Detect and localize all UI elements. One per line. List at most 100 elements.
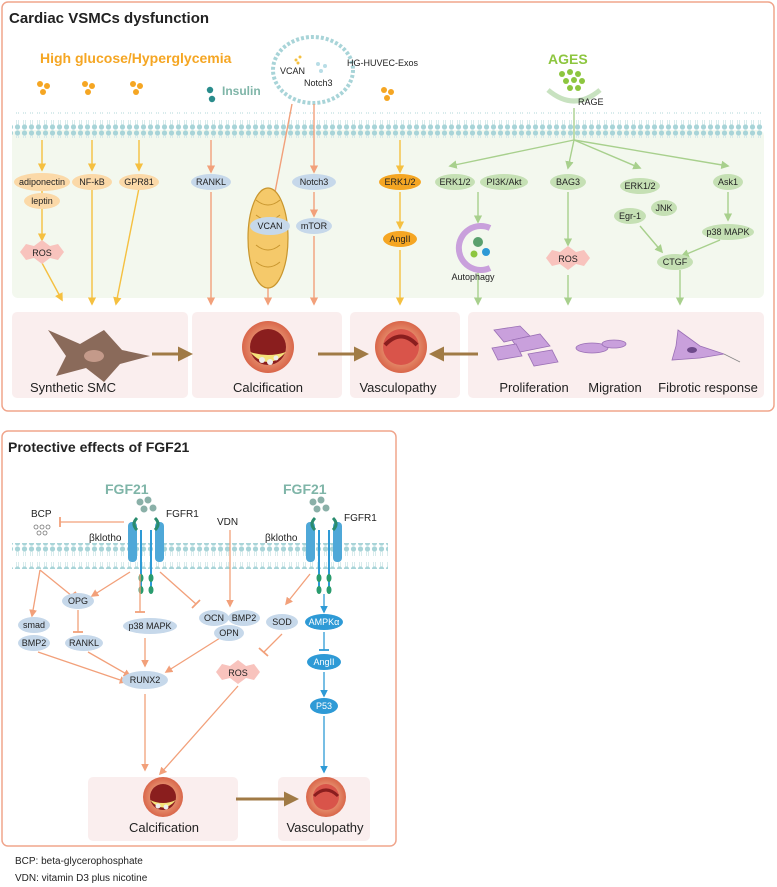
outcome-synthetic: Synthetic SMC <box>30 380 116 395</box>
node-erk-green-2: ERK1/2 <box>620 178 660 194</box>
panel1-arrows <box>37 103 733 306</box>
synthetic-smc-icon <box>48 330 150 382</box>
rage-receptor <box>546 88 602 104</box>
svg-text:p38 MAPK: p38 MAPK <box>706 227 749 237</box>
svg-text:PI3K/Akt: PI3K/Akt <box>486 177 522 187</box>
exos-label: HG-HUVEC-Exos <box>347 58 419 68</box>
ages-label: AGES <box>548 51 588 67</box>
node-gpr81: GPR81 <box>119 174 159 190</box>
node-notch3: Notch3 <box>292 174 336 190</box>
svg-text:ROS: ROS <box>32 248 52 258</box>
node-p38-2: p38 MAPK <box>123 618 177 634</box>
node-pi3k: PI3K/Akt <box>480 174 528 190</box>
proliferation-cells-icon <box>491 325 559 367</box>
node-erk-green: ERK1/2 <box>435 174 475 190</box>
fgfr1-left-label: FGFR1 <box>166 509 199 520</box>
fibrotic-cell-icon <box>671 329 741 363</box>
fgf21-ligands-right <box>309 496 330 513</box>
outcome-fibrotic: Fibrotic response <box>658 380 758 395</box>
panel2-title: Protective effects of FGF21 <box>8 439 189 455</box>
node-bag3: BAG3 <box>550 174 586 190</box>
svg-text:mTOR: mTOR <box>301 221 328 231</box>
svg-text:SOD: SOD <box>272 617 292 627</box>
exo-vcan-label: VCAN <box>280 66 305 76</box>
bklotho-right-label: βklotho <box>265 533 298 544</box>
hyperglycemia-label: High glucose/Hyperglycemia <box>40 50 232 66</box>
svg-text:adiponectin: adiponectin <box>19 177 65 187</box>
outcome-calcification-2: Calcification <box>129 820 199 835</box>
svg-text:p38 MAPK: p38 MAPK <box>128 621 171 631</box>
svg-text:AngII: AngII <box>389 234 410 244</box>
fgfr1-receptor-right <box>306 516 342 594</box>
node-rankl-2: RANKL <box>65 635 103 651</box>
migration-cells-icon <box>575 339 627 354</box>
node-ros-2: ROS <box>546 246 590 270</box>
svg-text:smad: smad <box>23 620 45 630</box>
svg-text:RANKL: RANKL <box>196 177 226 187</box>
bcp-dots <box>33 524 51 536</box>
exo-notch3-label: Notch3 <box>304 78 333 88</box>
node-opn: OPN <box>214 625 244 641</box>
svg-text:GPR81: GPR81 <box>124 177 154 187</box>
fgfr1-right-label: FGFR1 <box>344 513 377 524</box>
svg-text:BAG3: BAG3 <box>556 177 580 187</box>
node-jnk: JNK <box>651 200 677 216</box>
node-p38-1: p38 MAPK <box>702 224 754 240</box>
vessel-calcified-1 <box>242 321 294 373</box>
node-ctgf: CTGF <box>657 254 693 270</box>
svg-text:BMP2: BMP2 <box>22 638 47 648</box>
node-leptin: leptin <box>24 193 60 209</box>
svg-text:NF-kB: NF-kB <box>79 177 105 187</box>
vdn-label: VDN <box>217 517 238 528</box>
node-angii-2: AngII <box>307 654 341 670</box>
node-ask1: Ask1 <box>713 174 743 190</box>
bcp-label: BCP <box>31 509 52 520</box>
outcome-vasculopathy-1: Vasculopathy <box>359 380 437 395</box>
svg-text:RANKL: RANKL <box>69 638 99 648</box>
ages-dots <box>559 69 585 91</box>
panel-cardiac-vsmcs: Cardiac VSMCs dysfunction High glucose/H… <box>1 1 775 412</box>
footnote-vdn: VDN: vitamin D3 plus nicotine <box>15 873 148 884</box>
node-bmp2-left: BMP2 <box>18 635 50 651</box>
node-smad: smad <box>18 617 50 633</box>
outcome-migration: Migration <box>588 380 641 395</box>
svg-text:OCN: OCN <box>204 613 224 623</box>
node-vcan: VCAN <box>257 221 282 231</box>
svg-text:Notch3: Notch3 <box>300 177 329 187</box>
node-ampk: AMPKα <box>305 614 343 630</box>
autophagy-icon: Autophagy <box>451 223 495 282</box>
vessel-vasculopathy-2 <box>306 777 346 817</box>
svg-text:Egr-1: Egr-1 <box>619 211 641 221</box>
node-angii-1: AngII <box>383 231 417 247</box>
exosome: VCAN Notch3 <box>271 35 355 105</box>
node-mtor: mTOR <box>296 218 332 234</box>
cell-membrane-1 <box>12 112 764 138</box>
outcome-vasculopathy-2: Vasculopathy <box>286 820 364 835</box>
box-cell-responses <box>468 312 764 398</box>
vessel-calcified-2 <box>143 777 183 817</box>
vessel-vasculopathy-1 <box>375 321 427 373</box>
panel-fgf21: Protective effects of FGF21 FGF21 FGF21 <box>1 430 397 847</box>
fgf21-right-label: FGF21 <box>283 481 327 497</box>
svg-text:ERK1/2: ERK1/2 <box>624 181 655 191</box>
outcome-proliferation: Proliferation <box>499 380 568 395</box>
insulin-label: Insulin <box>222 84 261 98</box>
svg-text:ERK1/2: ERK1/2 <box>439 177 470 187</box>
footnote-bcp: BCP: beta-glycerophosphate <box>15 856 143 867</box>
svg-text:CTGF: CTGF <box>663 257 688 267</box>
panel1-title: Cardiac VSMCs dysfunction <box>9 10 209 27</box>
autophagy-label: Autophagy <box>451 272 495 282</box>
node-ocn: OCN <box>199 610 229 626</box>
node-opg: OPG <box>62 593 94 609</box>
fgf21-left-label: FGF21 <box>105 481 149 497</box>
cell-membrane-2 <box>12 543 388 569</box>
svg-text:AngII: AngII <box>313 657 334 667</box>
svg-text:JNK: JNK <box>655 203 672 213</box>
node-p53: P53 <box>310 698 338 714</box>
fgf21-ligands-left <box>136 496 157 513</box>
node-ros-1: ROS <box>20 240 64 264</box>
rage-label: RAGE <box>578 97 604 107</box>
svg-text:OPN: OPN <box>219 628 239 638</box>
node-egr1: Egr-1 <box>614 208 646 224</box>
